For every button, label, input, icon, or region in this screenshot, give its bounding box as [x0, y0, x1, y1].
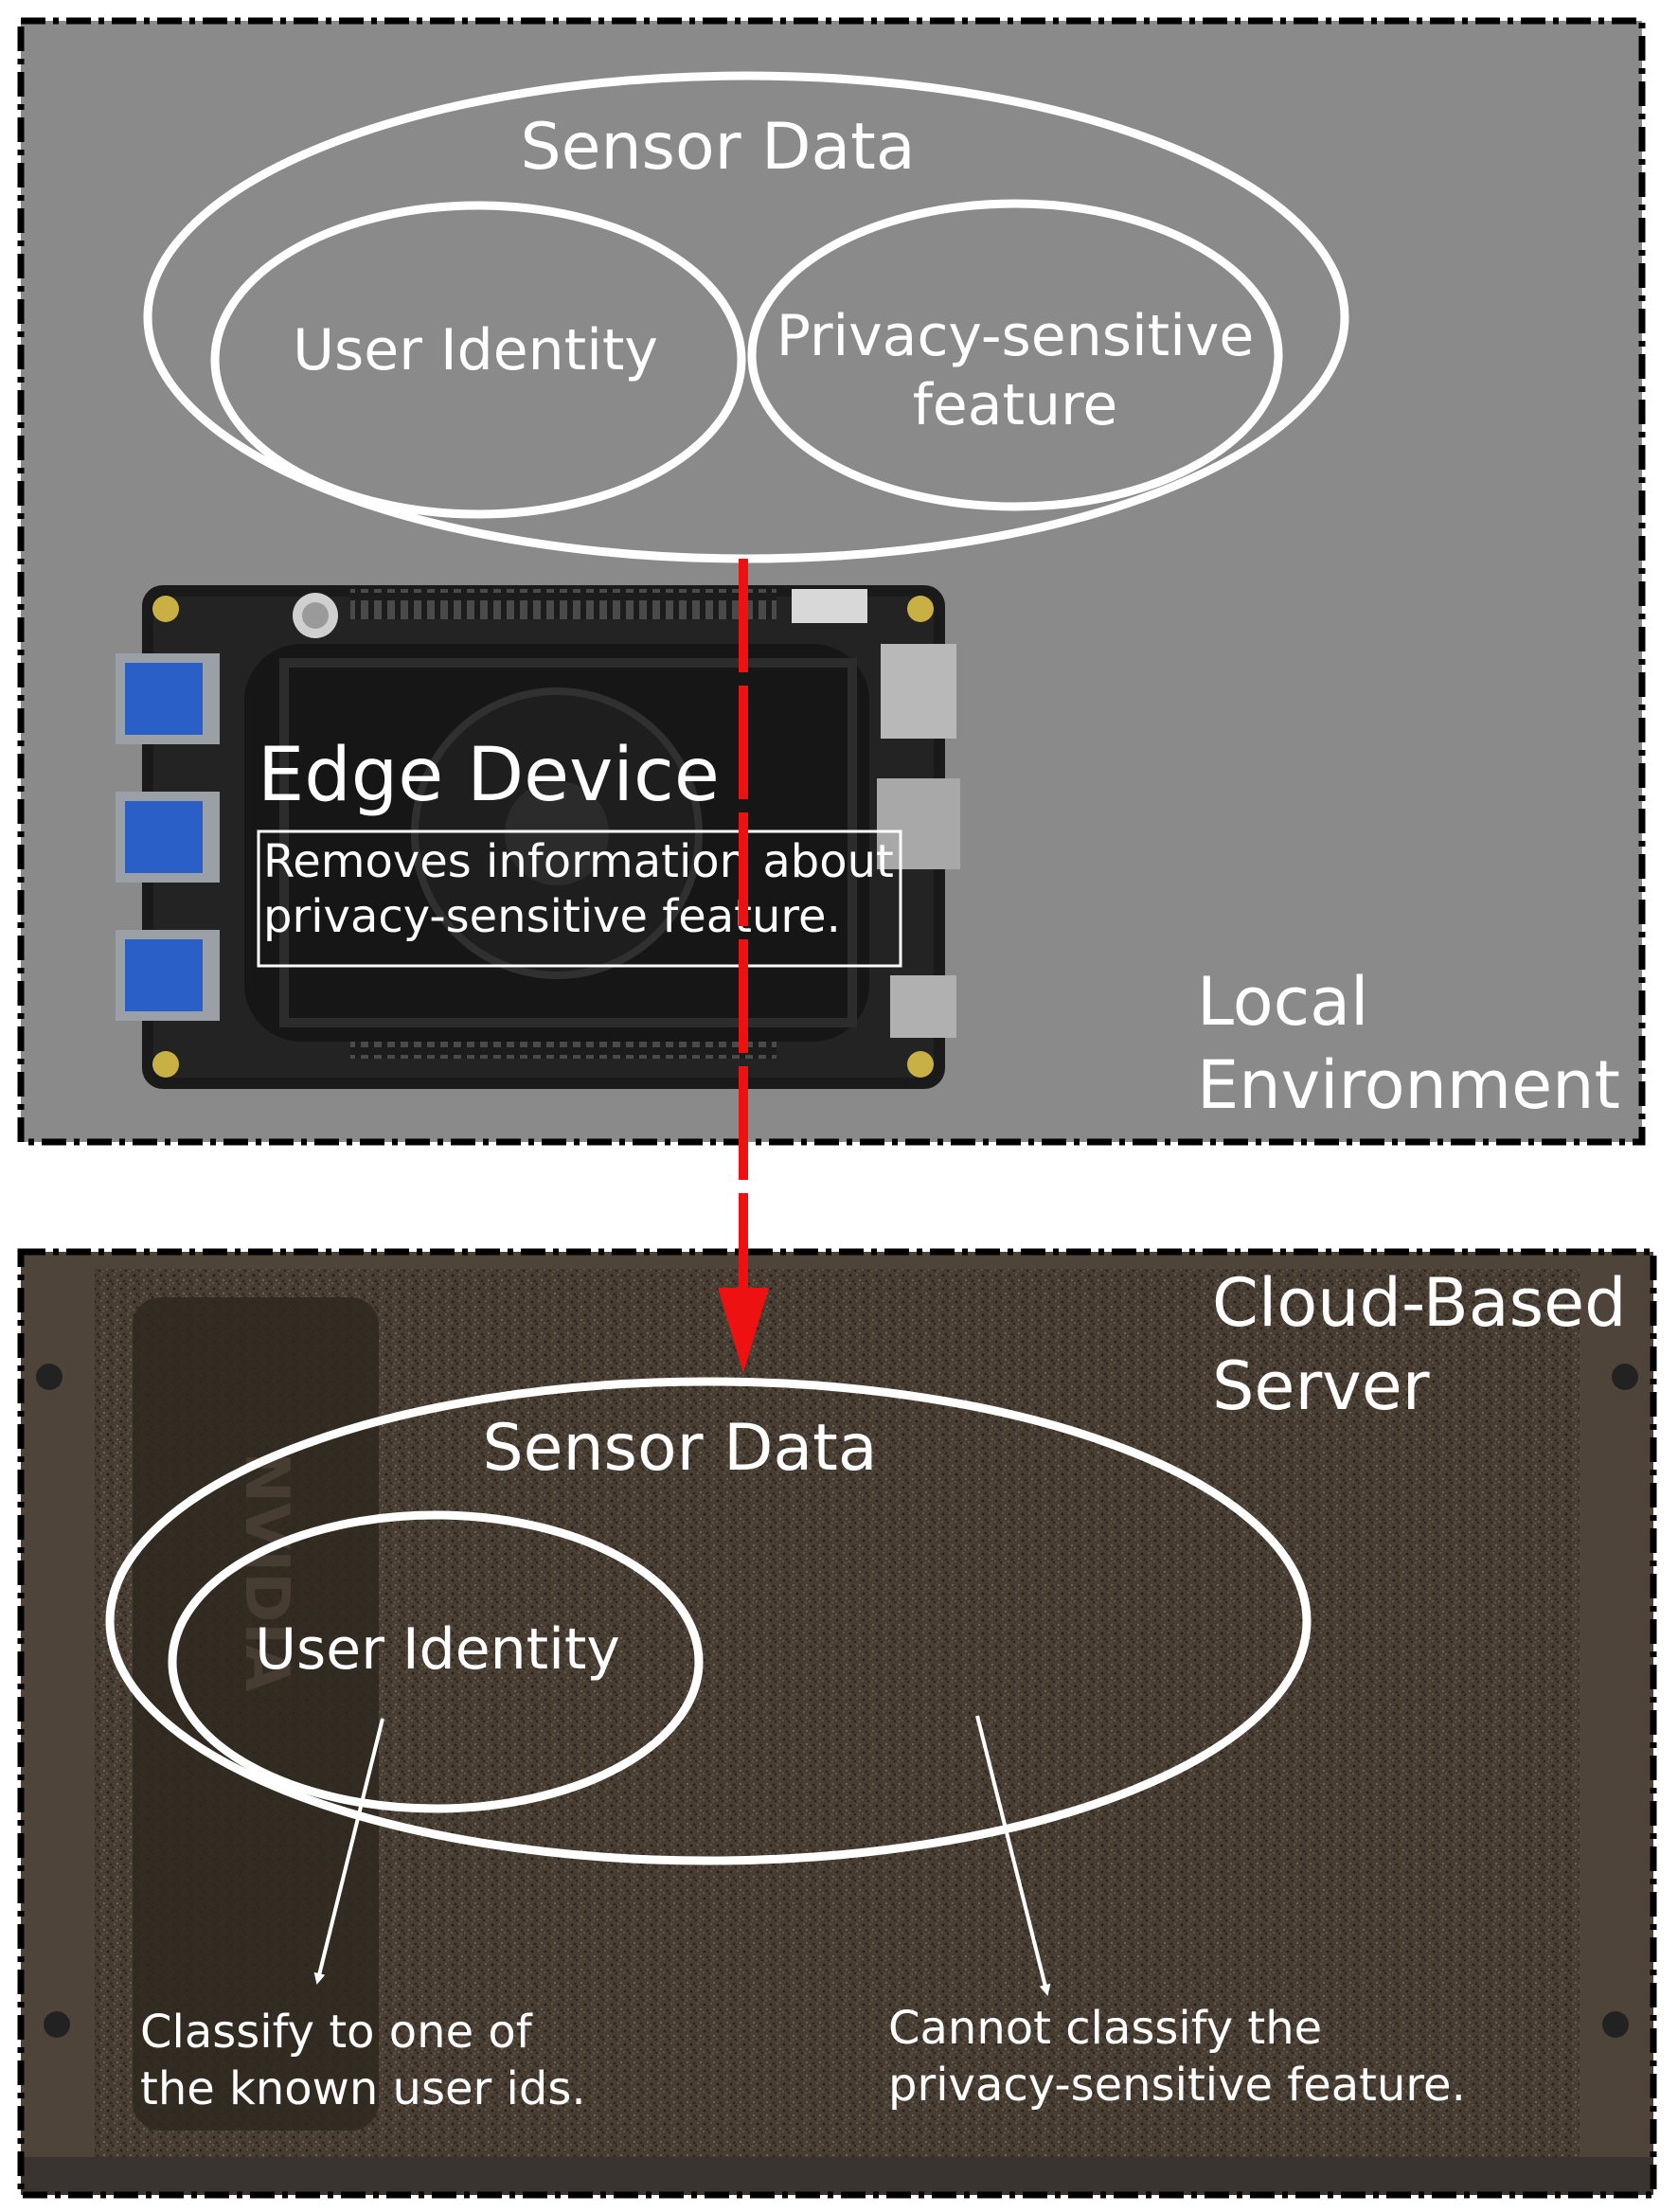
edge-device-desc-box	[257, 830, 902, 968]
privacy-feature-label-line1: Privacy-sensitive	[777, 303, 1255, 369]
classify-caption-line2: the known user ids.	[140, 2062, 586, 2115]
cannot-classify-caption-line1: Cannot classify the	[888, 2002, 1322, 2055]
classify-pointer-arrow	[313, 1718, 384, 1985]
sensor-data-label-local: Sensor Data	[520, 110, 915, 185]
cloud-server-label-line2: Server	[1212, 1347, 1430, 1425]
local-environment-label-line1: Local	[1197, 963, 1368, 1041]
local-environment-label-line2: Environment	[1197, 1046, 1620, 1124]
data-flow-arrow	[718, 559, 769, 1373]
privacy-feature-ellipse-local	[747, 199, 1283, 511]
cloud-server-panel: NVIDIA Cloud-Based Server Sensor Data Us…	[17, 1248, 1657, 2199]
sensor-data-label-server: Sensor Data	[482, 1411, 877, 1486]
edge-device-title: Edge Device	[258, 733, 720, 818]
edge-device-desc-line1: Removes information about	[263, 835, 894, 888]
server-brand-logo: NVIDIA	[231, 1452, 301, 1692]
cannot-classify-pointer-arrow	[975, 1715, 1051, 1996]
user-identity-ellipse-server	[168, 1510, 704, 1813]
classify-caption-line1: Classify to one of	[140, 2006, 533, 2059]
edge-device-desc-line2: privacy-sensitive feature.	[263, 890, 841, 943]
privacy-feature-label-line2: feature	[913, 372, 1118, 438]
user-identity-label-local: User Identity	[293, 317, 658, 384]
server-badge-panel	[133, 1297, 379, 2131]
cannot-classify-caption-line2: privacy-sensitive feature.	[888, 2059, 1466, 2112]
local-environment-panel: Sensor Data User Identity Privacy-sensit…	[17, 17, 1646, 1146]
user-identity-ellipse-local	[210, 201, 746, 519]
data-flow-arrow-head	[718, 1288, 769, 1373]
user-identity-label-server: User Identity	[255, 1616, 620, 1683]
sensor-data-ellipse-server	[105, 1377, 1312, 1865]
cloud-server-label-line1: Cloud-Based	[1212, 1264, 1627, 1342]
